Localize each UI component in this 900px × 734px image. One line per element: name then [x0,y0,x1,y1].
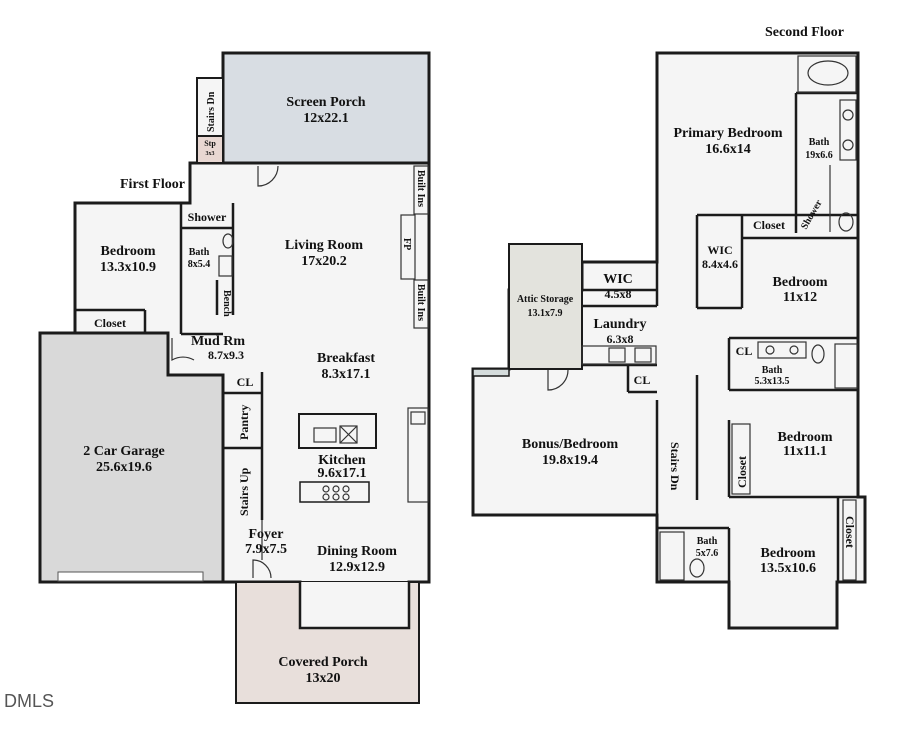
step-dim: 3x3 [206,151,215,157]
bath-3-dim: 5x7.6 [696,548,719,559]
wic-1-dim: 4.5x8 [605,287,632,301]
cl-1-label: CL [237,375,254,389]
garage-area [38,331,225,584]
breakfast-label: Breakfast [317,351,375,366]
wic-2-label: WIC [707,243,732,257]
closet-3-label: Closet [735,456,749,488]
shower-1-label: Shower [188,210,227,224]
porch-stairs-label: Stairs Dn [206,91,217,132]
step-label: Stp [204,139,216,148]
garage-label: 2 Car Garage [83,444,164,459]
bath-2-label: Bath [762,365,783,376]
foyer-dim: 7.9x7.5 [245,542,287,557]
attic-storage-dim: 13.1x7.9 [528,308,563,319]
bedroom-1-label: Bedroom [101,244,156,259]
closet-1-label: Closet [94,316,126,330]
primary-bedroom-label: Primary Bedroom [674,126,783,141]
bath-3-label: Bath [697,536,718,547]
kitchen-dim: 9.6x17.1 [318,466,367,481]
bath-2-dim: 5.3x13.5 [755,376,790,387]
covered-porch-dim: 13x20 [306,671,341,686]
built-ins-top-label: Built Ins [415,170,426,207]
primary-bath-label: Bath [809,137,830,148]
step-area [196,135,224,164]
bedroom-4-dim: 13.5x10.6 [760,561,816,576]
laundry-label: Laundry [594,317,647,332]
breakfast-dim: 8.3x17.1 [322,367,371,382]
dining-room-label: Dining Room [317,544,397,559]
screen-porch-dim: 12x22.1 [303,111,349,126]
bedroom-2-dim: 11x12 [783,290,817,305]
watermark-logo: DMLS [4,691,54,711]
foyer-label: Foyer [249,527,284,542]
attic-storage-label: Attic Storage [517,294,574,305]
bonus-bedroom-label: Bonus/Bedroom [522,437,619,452]
cl-2-label: CL [634,373,651,387]
bath-1-label: Bath [189,247,210,258]
second-floor-title: Second Floor [765,25,844,40]
primary-bedroom-dim: 16.6x14 [705,142,751,157]
bath-1-dim: 8x5.4 [188,259,211,270]
living-room-label: Living Room [285,238,364,253]
primary-bath-dim: 19x6.6 [805,150,833,161]
screen-porch-label: Screen Porch [286,95,365,110]
closet-2-label: Closet [753,218,785,232]
laundry-dim: 6.3x8 [607,332,634,346]
mud-rm-label: Mud Rm [191,334,245,349]
first-floor-title: First Floor [120,177,185,192]
covered-porch-label: Covered Porch [278,655,368,670]
living-room-dim: 17x20.2 [301,254,347,269]
second-floor [471,51,867,630]
fp-label: FP [401,238,412,250]
bedroom-4-label: Bedroom [761,546,816,561]
bedroom-3-label: Bedroom [778,430,833,445]
kitchen-label: Kitchen [318,453,366,468]
stairs-up-label: Stairs Up [237,467,251,516]
dining-room-dim: 12.9x12.9 [329,560,385,575]
first-floor [38,51,431,704]
mud-rm-dim: 8.7x9.3 [208,348,244,362]
garage-dim: 25.6x19.6 [96,460,152,475]
attic-storage-area [508,243,583,370]
bonus-bedroom-dim: 19.8x19.4 [542,453,598,468]
kitchen-island [298,413,377,449]
porch-stairs-strip [196,77,224,137]
bench-label: Bench [221,290,232,317]
bedroom-1-dim: 13.3x10.9 [100,260,156,275]
wic-2-dim: 8.4x4.6 [702,257,738,271]
bedroom-2-label: Bedroom [773,275,828,290]
stairs-dn-label: Stairs Dn [668,442,682,491]
wic-1-label: WIC [603,272,633,287]
pantry-label: Pantry [237,405,251,440]
bedroom-3-dim: 11x11.1 [783,444,827,459]
built-ins-bottom-label: Built Ins [415,284,426,321]
closet-4-label: Closet [843,516,857,548]
garage-door[interactable] [57,571,204,582]
cl-3-label: CL [736,344,753,358]
